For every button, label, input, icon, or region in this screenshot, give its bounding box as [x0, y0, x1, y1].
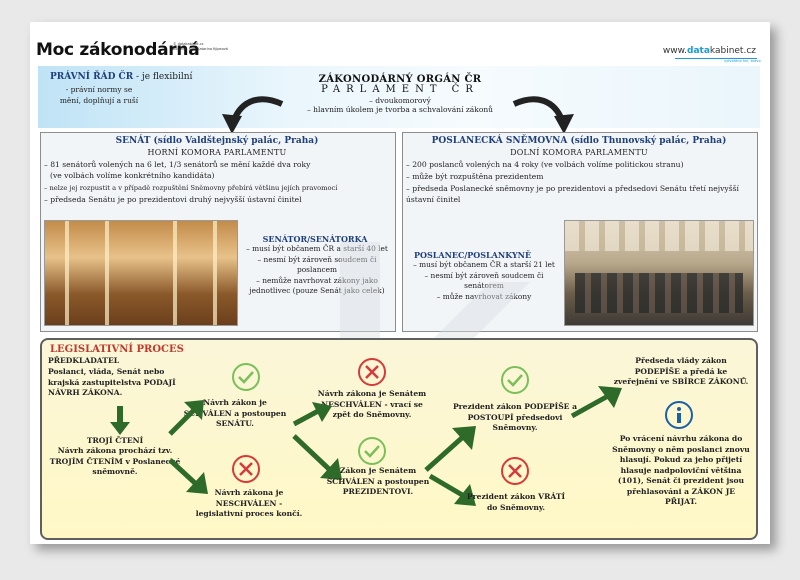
arrow-up-right-icon — [168, 400, 204, 436]
info-icon — [665, 401, 693, 429]
arrow-down-right-icon — [292, 434, 342, 480]
list-item: – může být rozpuštěna prezidentem — [406, 172, 544, 181]
legal-order-heading: PRÁVNÍ ŘÁD ČR - je flexibilní — [50, 72, 193, 82]
check-circle-icon — [232, 363, 260, 391]
check-circle-icon — [501, 366, 529, 394]
senate-hall-photo — [44, 220, 238, 326]
senate-heading: SENÁT (sídlo Valdštejnský palác, Praha) — [115, 136, 319, 146]
senate-rejected-text: Návrh zákona je Senátem NESCHVÁLEN - vra… — [317, 389, 427, 419]
legal-order-text: - právní normy se mění, doplňují a ruší — [59, 85, 139, 105]
arrow-down-right-icon — [428, 473, 476, 506]
document-sheet: Moc zákonodárná © datakabinet.cz autorka… — [30, 22, 770, 544]
page-title: Moc zákonodárná — [36, 40, 200, 60]
senate-approved-text: Zákon je Senátem SCHVÁLEN a postoupen PR… — [326, 466, 430, 496]
deputy-heading: POSLANEC/POSLANKYNĚ — [414, 250, 532, 260]
arrow-up-right-icon — [570, 386, 622, 419]
arrow-down-right-icon — [168, 458, 208, 494]
list-item: – nelze jej rozpustit a v případě rozpuš… — [44, 184, 338, 192]
legislative-process-panel — [40, 338, 758, 540]
legislative-body-heading: ZÁKONODÁRNÝ ORGÁN ČR — [318, 74, 482, 85]
brand-url[interactable]: www.datakabinet.cz — [662, 46, 756, 56]
senate-facts: – 81 senátorů volených na 6 let, 1/3 sen… — [44, 160, 392, 207]
list-item: – může navrhovat zákony — [436, 291, 532, 301]
deputy-requirements: – musí být občanem ČR a starší 21 let – … — [406, 260, 562, 302]
credits: © datakabinet.cz autorka: Mgr. Katarína … — [173, 42, 253, 52]
brand-subtitle: vytvořeno fun, bravo — [724, 59, 761, 63]
cross-circle-icon — [501, 457, 529, 485]
list-item: – nesmí být zároveň soudcem či poslancem — [257, 254, 377, 275]
credit-line: autorka: Mgr. Katarína Kýpeová — [173, 47, 228, 51]
arrow-right-icon — [292, 402, 332, 427]
override-info-text: Po vrácení návrhu zákona do Sněmovny o n… — [612, 434, 750, 506]
credit-line: © datakabinet.cz — [173, 42, 204, 46]
chamber-facts: – 200 poslanců volených na 4 roky (ve vo… — [406, 160, 752, 207]
senator-heading: SENÁTOR/SENÁTORKA — [262, 234, 368, 244]
chamber-heading: POSLANECKÁ SNĚMOVNA (sídlo Thunovský pal… — [431, 136, 727, 146]
senate-subheading: HORNÍ KOMORA PARLAMENTU — [147, 148, 287, 157]
senator-requirements: – musí být občanem ČR a starší 40 let – … — [242, 244, 392, 297]
main-task-text: – hlavním úkolem je tvorba a schvalování… — [307, 105, 493, 114]
list-item: – předseda Senátu je po prezidentovi dru… — [44, 195, 302, 204]
list-item: – 81 senátorů volených na 6 let, 1/3 sen… — [44, 160, 311, 169]
cross-circle-icon — [358, 358, 386, 386]
curved-arrow-right-icon — [512, 96, 574, 134]
list-item: – 200 poslanců volených na 4 roky (ve vo… — [406, 160, 684, 169]
list-item: – nemůže navrhovat zákony jako jednotliv… — [249, 275, 385, 296]
cross-circle-icon — [232, 455, 260, 483]
check-circle-icon — [358, 437, 386, 465]
president-returns-text: Prezident zákon VRÁTÍ do Sněmovny. — [466, 492, 566, 512]
list-item: – musí být občanem ČR a starší 40 let — [246, 244, 388, 253]
arrow-down-icon — [110, 406, 130, 435]
approved-to-senate-text: Návrh zákon je SCHVÁLEN a postoupen SENÁ… — [183, 398, 287, 428]
three-readings-text: Návrh zákona prochází tzv. TROJÍM ČTENÍM… — [49, 446, 181, 476]
top-banner — [38, 66, 760, 128]
three-readings-heading: TROJÍ ČTENÍ — [86, 436, 144, 445]
list-item: (ve volbách volíme konkrétního kandidáta… — [50, 171, 215, 180]
rejected-end-text: Návrh zákona je NESCHVÁLEN - legislativn… — [195, 488, 303, 518]
brand-underline — [675, 58, 757, 59]
proposer-text: Poslanci, vláda, Senát nebo krajská zast… — [48, 367, 176, 397]
list-item: – musí být občanem ČR a starší 21 let — [413, 260, 555, 269]
pm-signs-text: Předseda vlády zákon PODEPÍŠE a předá ke… — [613, 356, 749, 386]
chamber-hall-photo — [564, 220, 754, 326]
list-item: – předseda Poslanecké sněmovny je po pre… — [406, 184, 739, 204]
proposer-heading: PŘEDKLADATEL — [48, 356, 120, 365]
legislative-process-heading: LEGISLATIVNÍ PROCES — [50, 344, 184, 355]
parliament-heading: PARLAMENT ČR — [321, 84, 479, 95]
curved-arrow-left-icon — [222, 96, 284, 134]
bicameral-text: – dvoukomorový — [369, 96, 431, 105]
president-signs-text: Prezident zákon PODEPÍŠE a POSTOUPÍ před… — [452, 402, 578, 432]
arrow-up-right-icon — [424, 426, 476, 472]
chamber-subheading: DOLNÍ KOMORA PARLAMENTU — [510, 148, 648, 157]
list-item: – nesmí být zároveň soudcem či senátorem — [424, 270, 544, 291]
